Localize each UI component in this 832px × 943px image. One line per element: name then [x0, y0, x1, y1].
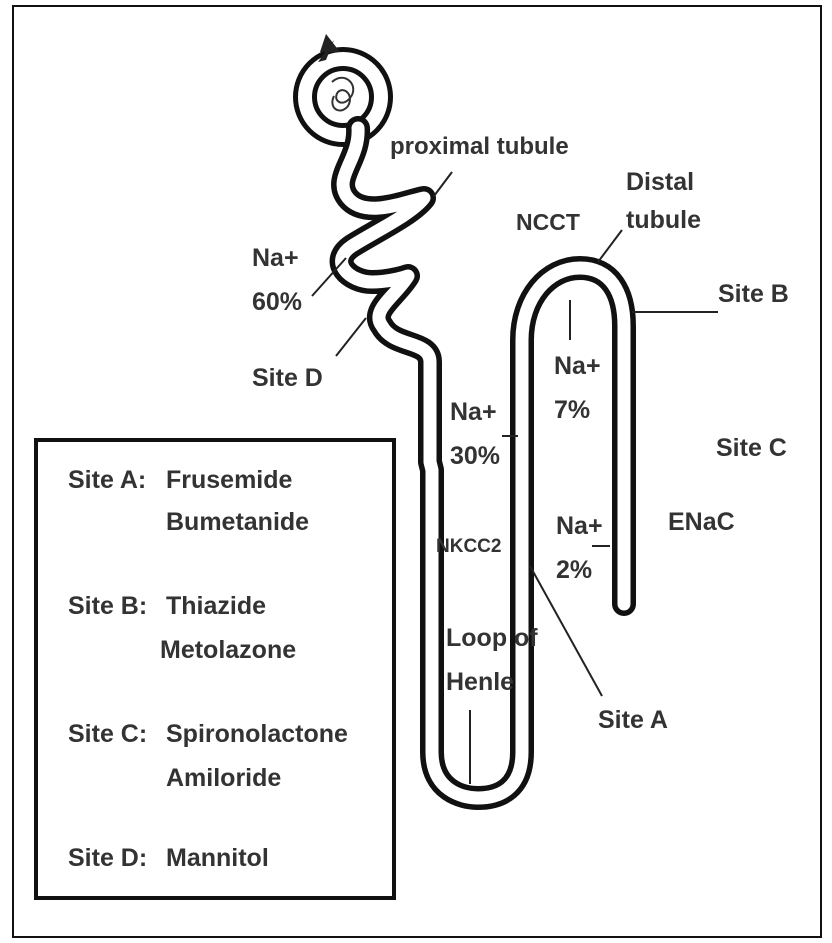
label-na60-1: Na+ [252, 244, 299, 272]
label-loop-henle-1: Loop of [446, 624, 538, 652]
label-distal-tubule-2: tubule [626, 206, 701, 234]
legend-site-d-label: Site D: [68, 844, 147, 872]
label-na30-1: Na+ [450, 398, 497, 426]
legend-site-c-drug-1: Spironolactone [166, 720, 348, 748]
label-na30-2: 30% [450, 442, 500, 470]
label-na60-2: 60% [252, 288, 302, 316]
label-site-b: Site B [718, 280, 789, 308]
label-site-a: Site A [598, 706, 668, 734]
legend-site-c-drug-2: Amiloride [166, 764, 281, 792]
legend-site-a-drug-1: Frusemide [166, 466, 293, 494]
label-proximal-tubule: proximal tubule [390, 133, 569, 160]
legend: Site A: Frusemide Bumetanide Site B: Thi… [36, 440, 394, 898]
label-site-c: Site C [716, 434, 787, 462]
legend-site-c-label: Site C: [68, 720, 147, 748]
label-ncct: NCCT [516, 209, 580, 235]
label-site-d: Site D [252, 364, 323, 392]
label-na2-2: 2% [556, 556, 592, 584]
legend-site-b-label: Site B: [68, 592, 147, 620]
legend-site-b-drug-2: Metolazone [160, 636, 296, 664]
label-na7-1: Na+ [554, 352, 601, 380]
label-loop-henle-2: Henle [446, 668, 514, 696]
legend-site-b-drug-1: Thiazide [166, 592, 266, 620]
label-distal-tubule-1: Distal [626, 168, 694, 196]
label-na2-1: Na+ [556, 512, 603, 540]
label-na7-2: 7% [554, 396, 590, 424]
legend-site-d-drug-1: Mannitol [166, 844, 269, 872]
label-enac: ENaC [668, 508, 735, 536]
legend-site-a-label: Site A: [68, 466, 146, 494]
label-nkcc2: NKCC2 [436, 536, 501, 557]
legend-site-a-drug-2: Bumetanide [166, 508, 309, 536]
